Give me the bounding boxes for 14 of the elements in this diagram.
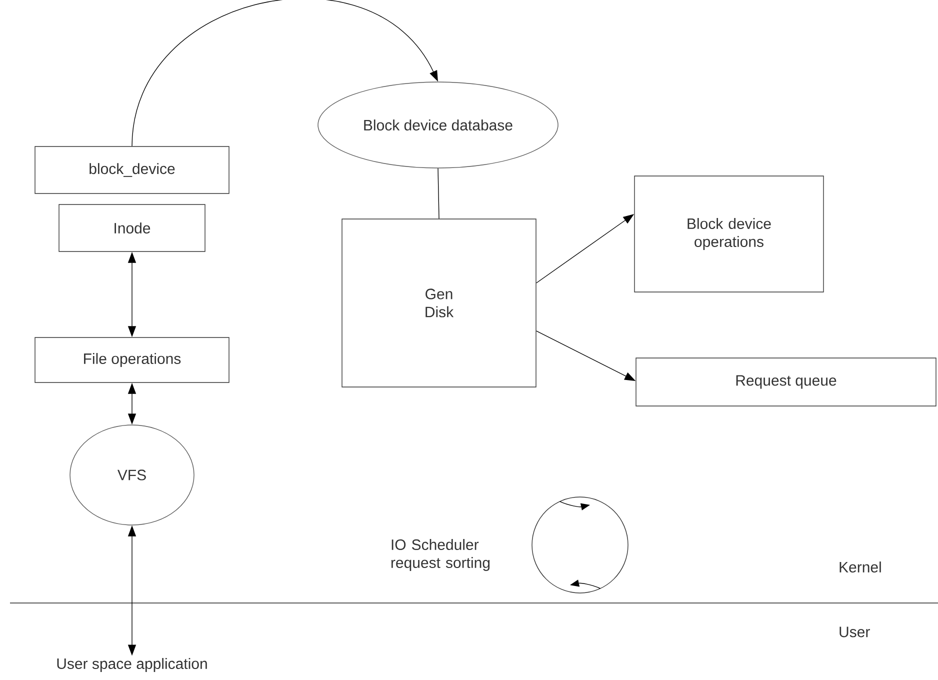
node-label: IO Scheduler request sorting (391, 539, 490, 571)
ellipse-node: VFS (70, 424, 194, 526)
process-box: Gen Disk (342, 218, 536, 388)
region-label: Kernel (840, 561, 881, 572)
cycle-circle (532, 496, 628, 594)
process-box: Inode (58, 204, 206, 252)
process-box: Block device operations (634, 176, 824, 292)
arrow (132, 0, 438, 146)
ellipse-node: Block device database (318, 82, 558, 168)
process-box: block_device (34, 146, 230, 194)
process-box: File operations (34, 337, 230, 383)
region-label: User (840, 626, 870, 638)
process-box: Request queue (636, 358, 936, 406)
text-label: User space application (57, 658, 207, 672)
